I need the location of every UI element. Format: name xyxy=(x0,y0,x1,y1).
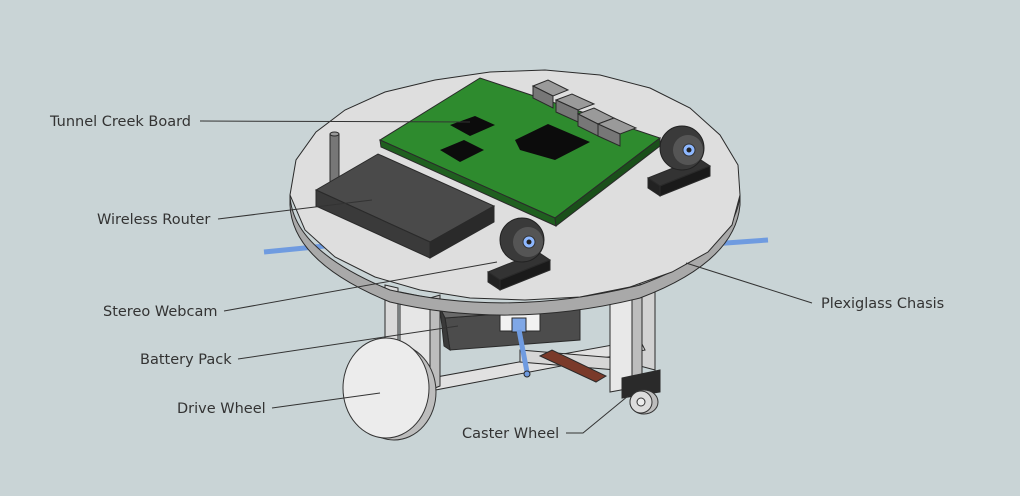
tunnel-creek-board xyxy=(378,77,662,227)
chip xyxy=(440,140,484,162)
label-wireless-router: Wireless Router xyxy=(97,212,210,228)
label-battery-pack: Battery Pack xyxy=(140,352,232,368)
caster-wheel xyxy=(629,389,659,415)
chip xyxy=(515,124,590,160)
label-plexiglass-chasis: Plexiglass Chasis xyxy=(821,296,944,312)
floor-pad xyxy=(538,349,608,383)
wireless-router xyxy=(314,131,496,259)
label-tunnel-creek-board: Tunnel Creek Board xyxy=(49,114,191,130)
leader-lines xyxy=(199,120,813,434)
webcam-right xyxy=(646,125,712,197)
drive-wheel xyxy=(342,337,437,441)
webcam-left xyxy=(486,217,552,291)
chip xyxy=(450,116,495,136)
label-stereo-webcam: Stereo Webcam xyxy=(103,304,217,320)
label-caster-wheel: Caster Wheel xyxy=(462,426,559,442)
label-drive-wheel: Drive Wheel xyxy=(177,401,266,417)
